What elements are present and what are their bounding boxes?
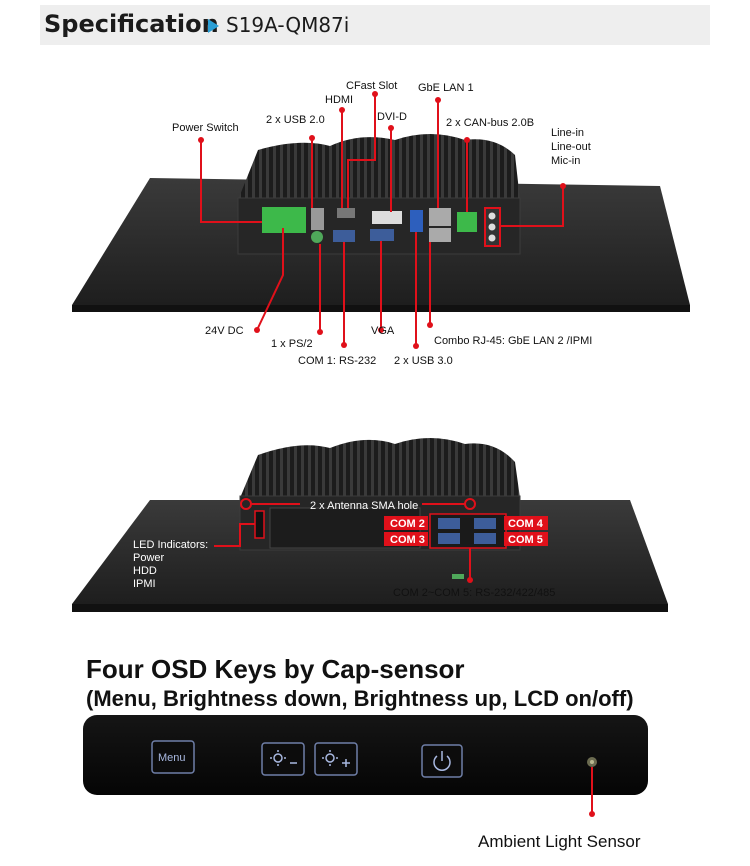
label-com1: COM 1: RS-232 <box>298 355 376 367</box>
label-com-range: COM 2~COM 5: RS-232/422/485 <box>393 587 555 599</box>
label-led-hdd: HDD <box>133 565 157 577</box>
com3-tag <box>384 532 428 546</box>
usb20-port <box>311 208 324 230</box>
label-hdmi: HDMI <box>325 94 353 106</box>
brightness-down-key[interactable] <box>261 742 305 776</box>
label-line-in: Line-in <box>551 127 584 139</box>
com2-tag <box>384 516 428 530</box>
osd-subtitle: (Menu, Brightness down, Brightness up, L… <box>86 686 634 711</box>
com3-port <box>438 533 460 544</box>
label-gbe1: GbE LAN 1 <box>418 82 474 94</box>
com5-port <box>474 533 496 544</box>
top-heatsink <box>238 134 520 200</box>
menu-key-label: Menu <box>158 752 186 764</box>
brightness-up-icon <box>322 750 350 767</box>
top-callout-lines <box>200 94 564 346</box>
spec-title: Specification <box>44 10 219 38</box>
label-com4: COM 4 <box>508 518 544 530</box>
bottom-device <box>72 438 668 612</box>
label-combo-rj45: Combo RJ-45: GbE LAN 2 /IPMI <box>434 335 592 347</box>
lcd-power-key[interactable] <box>421 744 463 778</box>
brightness-down-icon <box>270 750 297 766</box>
label-24v-dc: 24V DC <box>205 325 244 337</box>
menu-key[interactable]: Menu <box>151 740 195 774</box>
label-antenna: 2 x Antenna SMA hole <box>310 500 418 512</box>
led-callout-line <box>214 523 255 547</box>
osd-panel <box>83 715 648 795</box>
label-vga: VGA <box>371 325 395 337</box>
play-arrow-icon <box>208 19 219 33</box>
ambient-sensor-label: Ambient Light Sensor <box>478 832 641 851</box>
hdmi-port <box>337 208 355 218</box>
com4-tag <box>504 516 548 530</box>
label-canbus: 2 x CAN-bus 2.0B <box>446 117 534 129</box>
label-ps2: 1 x PS/2 <box>271 338 313 350</box>
com4-port <box>474 518 496 529</box>
label-led-power: Power <box>133 552 165 564</box>
brightness-up-key[interactable] <box>314 742 358 776</box>
label-com5: COM 5 <box>508 534 543 546</box>
com-range-dot <box>467 577 473 583</box>
label-com3: COM 3 <box>390 534 425 546</box>
label-line-out: Line-out <box>551 141 591 153</box>
vga-port <box>370 229 394 241</box>
ps2-port <box>311 231 323 243</box>
label-led-ipmi: IPMI <box>133 578 156 590</box>
bottom-connector <box>452 574 464 579</box>
bottom-heatsink <box>240 438 520 498</box>
gbe1-port <box>429 208 451 226</box>
combo-rj45-port <box>429 228 451 242</box>
usb30-port <box>410 210 423 232</box>
canbus-port <box>457 212 477 232</box>
ambient-light-sensor <box>587 757 597 767</box>
label-cfast: CFast Slot <box>346 80 397 92</box>
com1-port <box>333 230 355 242</box>
label-usb20: 2 x USB 2.0 <box>266 114 325 126</box>
label-com2: COM 2 <box>390 518 425 530</box>
power-icon <box>433 751 451 771</box>
ambient-callout-dot <box>589 811 595 817</box>
spec-header: Specification S19A-QM87i <box>40 5 710 45</box>
label-power-switch: Power Switch <box>172 122 239 134</box>
label-dvid: DVI-D <box>377 111 407 123</box>
label-usb30: 2 x USB 3.0 <box>394 355 453 367</box>
osd-title: Four OSD Keys by Cap-sensor <box>86 654 465 684</box>
label-mic-in: Mic-in <box>551 155 580 167</box>
spec-model: S19A-QM87i <box>226 13 350 37</box>
com5-tag <box>504 532 548 546</box>
top-callout-dots <box>198 91 566 349</box>
label-led-title: LED Indicators: <box>133 539 208 551</box>
com2-port <box>438 518 460 529</box>
dvid-port <box>372 211 402 224</box>
led-indicators <box>254 510 265 539</box>
bottom-panel-edge <box>72 604 668 612</box>
